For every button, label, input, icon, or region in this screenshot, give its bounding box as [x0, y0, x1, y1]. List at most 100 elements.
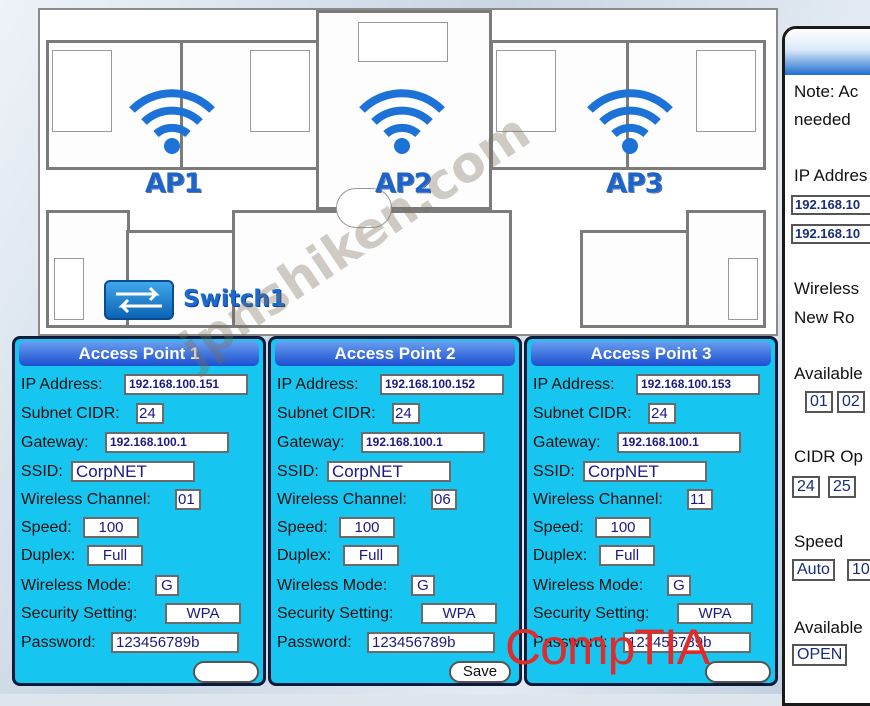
options-panel-header — [785, 29, 870, 75]
wifi-icon — [587, 89, 673, 154]
ip-option[interactable]: 192.168.10 — [791, 224, 870, 244]
gateway-label: Gateway: — [21, 434, 89, 451]
speed-field[interactable]: 100 — [595, 517, 651, 538]
note-text: Note: Ac — [794, 82, 859, 101]
available-channels-label: Available — [794, 364, 863, 383]
wireless-mode-field[interactable]: G — [155, 575, 179, 596]
channel-field[interactable]: 06 — [431, 489, 457, 510]
channel-option[interactable]: 01 — [805, 391, 833, 413]
speed-option[interactable]: 10 — [847, 559, 870, 581]
duplex-label: Duplex: — [21, 547, 76, 564]
bed — [496, 50, 556, 132]
duplex-field[interactable]: Full — [343, 545, 399, 566]
password-label: Password: — [21, 634, 96, 651]
wireless-mode-field[interactable]: G — [411, 575, 435, 596]
ap1-label: AP1 — [145, 168, 202, 199]
ssid-label: SSID: — [277, 463, 319, 480]
ip-field[interactable]: 192.168.100.151 — [124, 374, 248, 395]
access-point-panel: Access Point 1 IP Address: 192.168.100.1… — [12, 336, 266, 686]
duplex-label: Duplex: — [277, 547, 332, 564]
cidr-field[interactable]: 24 — [392, 403, 420, 424]
duplex-field[interactable]: Full — [599, 545, 655, 566]
cidr-options-label: CIDR Op — [794, 447, 863, 466]
security-label: Security Setting: — [277, 605, 394, 622]
switch-icon[interactable] — [104, 280, 174, 320]
channel-option[interactable]: 02 — [837, 391, 865, 413]
bed — [250, 50, 310, 132]
speed-label: Speed: — [21, 519, 72, 536]
cidr-option[interactable]: 25 — [828, 476, 856, 498]
ip-options-label: IP Addres — [794, 166, 868, 185]
security-label: Security Setting: — [533, 605, 650, 622]
password-field[interactable]: 123456789b — [111, 632, 239, 653]
switch-label: Switch1 — [183, 286, 286, 312]
cidr-field[interactable]: 24 — [648, 403, 676, 424]
options-panel: Note: Ac needed IP Addres 192.168.10 192… — [782, 26, 870, 706]
speed-field[interactable]: 100 — [83, 517, 139, 538]
new-label: New Ro — [794, 308, 855, 327]
ssid-field[interactable]: CorpNET — [71, 461, 195, 482]
gateway-field[interactable]: 192.168.100.1 — [617, 432, 741, 453]
channel-label: Wireless Channel: — [21, 491, 151, 508]
comptia-logo: CompTIA — [505, 619, 710, 675]
wireless-mode-label: Wireless Mode: — [533, 577, 644, 594]
bed — [696, 50, 756, 132]
ssid-label: SSID: — [533, 463, 575, 480]
panel-title: Access Point 3 — [531, 341, 771, 366]
ssid-label: SSID: — [21, 463, 63, 480]
vanity-room — [580, 230, 690, 328]
speed-label: Speed: — [277, 519, 328, 536]
speed-option[interactable]: Auto — [792, 559, 835, 581]
duplex-label: Duplex: — [533, 547, 588, 564]
wireless-mode-label: Wireless Mode: — [277, 577, 388, 594]
ip-field[interactable]: 192.168.100.152 — [380, 374, 504, 395]
access-point-panel: Access Point 3 IP Address: 192.168.100.1… — [524, 336, 778, 686]
channel-field[interactable]: 11 — [687, 489, 713, 510]
table — [336, 188, 392, 228]
ip-label: IP Address: — [21, 376, 103, 393]
ssid-field[interactable]: CorpNET — [327, 461, 451, 482]
channel-label: Wireless Channel: — [533, 491, 663, 508]
speed-label: Speed: — [533, 519, 584, 536]
password-field[interactable]: 123456789b — [623, 632, 751, 653]
ssid-field[interactable]: CorpNET — [583, 461, 707, 482]
wireless-mode-field[interactable]: G — [667, 575, 691, 596]
wifi-icon — [359, 89, 445, 154]
gateway-field[interactable]: 192.168.100.1 — [361, 432, 485, 453]
security-field[interactable]: WPA — [165, 603, 241, 624]
arrows-icon — [116, 286, 162, 314]
bathtub — [54, 258, 84, 320]
sofa — [358, 22, 448, 62]
bathtub — [728, 258, 758, 320]
cidr-label: Subnet CIDR: — [533, 405, 632, 422]
speed-options-label: Speed — [794, 532, 844, 551]
save-button[interactable] — [193, 661, 259, 683]
security-label: Security Setting: — [21, 605, 138, 622]
security-field[interactable]: WPA — [421, 603, 497, 624]
password-label: Password: — [277, 634, 352, 651]
password-field[interactable]: 123456789b — [367, 632, 495, 653]
wifi-icon — [129, 89, 215, 154]
save-button[interactable]: Save — [449, 661, 511, 683]
channel-field[interactable]: 01 — [175, 489, 201, 510]
wireless-label: Wireless — [794, 279, 860, 298]
ip-label: IP Address: — [533, 376, 615, 393]
speed-field[interactable]: 100 — [339, 517, 395, 538]
note-text: needed — [794, 110, 851, 129]
access-point-panel: Access Point 2 IP Address: 192.168.100.1… — [268, 336, 522, 686]
save-button[interactable] — [705, 661, 771, 683]
available-security-label: Available — [794, 618, 863, 637]
cidr-label: Subnet CIDR: — [277, 405, 376, 422]
channel-label: Wireless Channel: — [277, 491, 407, 508]
ip-field[interactable]: 192.168.100.153 — [636, 374, 760, 395]
bed — [52, 50, 112, 132]
ip-option[interactable]: 192.168.10 — [791, 195, 870, 215]
panel-title: Access Point 1 — [19, 341, 259, 366]
security-option[interactable]: OPEN — [792, 644, 848, 666]
cidr-label: Subnet CIDR: — [21, 405, 120, 422]
security-field[interactable]: WPA — [677, 603, 753, 624]
cidr-field[interactable]: 24 — [136, 403, 164, 424]
cidr-option[interactable]: 24 — [792, 476, 820, 498]
duplex-field[interactable]: Full — [87, 545, 143, 566]
gateway-field[interactable]: 192.168.100.1 — [105, 432, 229, 453]
